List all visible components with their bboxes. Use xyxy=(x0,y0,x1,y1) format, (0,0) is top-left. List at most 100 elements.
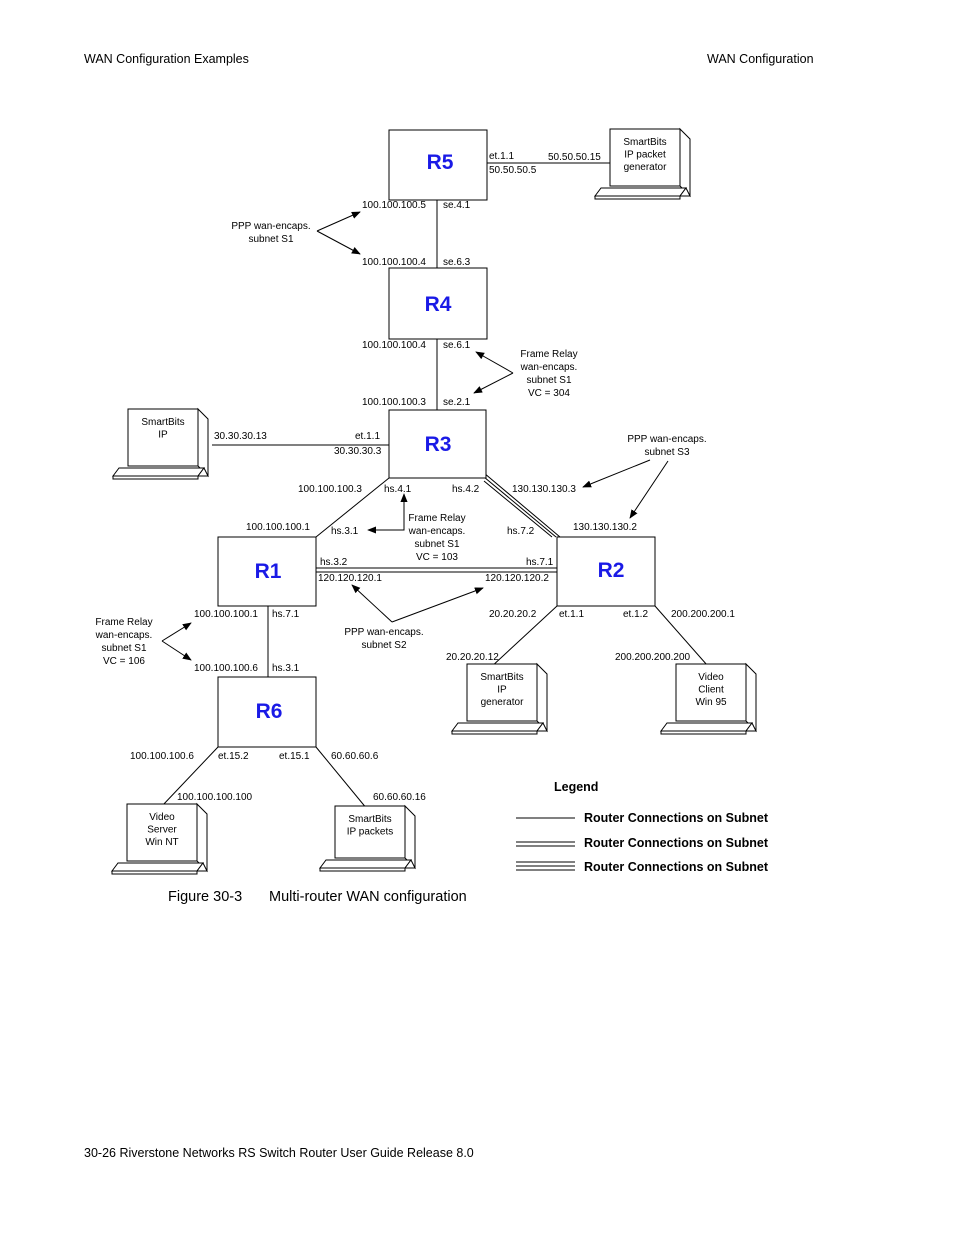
page-header-left: WAN Configuration Examples xyxy=(84,52,249,66)
arrow xyxy=(161,622,192,642)
page-footer: 30-26 Riverstone Networks RS Switch Rout… xyxy=(84,1146,474,1160)
arrow xyxy=(161,640,192,661)
figure-title: Multi-router WAN configuration xyxy=(269,889,467,905)
r4-bottom-ip: 100.100.100.4 xyxy=(362,340,426,351)
r6-et152-ip: 100.100.100.6 xyxy=(130,751,194,762)
annotation-frame-relay-vc304: Frame Relay wan-encaps. subnet S1 VC = 3… xyxy=(473,349,578,399)
smartbits-r2-computer-label-3: generator xyxy=(481,697,524,708)
r5-et-ip: 50.50.50.5 xyxy=(489,165,537,176)
annotation-frame-relay-vc106: Frame Relay wan-encaps. subnet S1 VC = 1… xyxy=(95,617,192,667)
r2-s2-ip: 120.120.120.2 xyxy=(485,573,549,584)
svg-text:Frame Relay: Frame Relay xyxy=(520,349,577,360)
smartbits-r6-computer-label-1: SmartBits xyxy=(348,814,391,825)
svg-text:subnet S3: subnet S3 xyxy=(644,447,689,458)
link-r1-r2-double xyxy=(316,567,557,573)
arrow xyxy=(316,211,361,232)
smartbits-r6-computer: SmartBits IP packets xyxy=(319,804,416,872)
smartbits-r2-ip: 20.20.20.12 xyxy=(446,652,499,663)
r5-se-ip: 100.100.100.5 xyxy=(362,200,426,211)
smartbits-r3-computer-label-2: IP xyxy=(158,430,168,441)
smartbits-r6-computer-label-2: IP packets xyxy=(347,827,394,838)
arrow xyxy=(367,515,405,534)
arrow xyxy=(629,460,669,519)
link-r3-r1 xyxy=(315,477,390,538)
r3-hs41-ip: 100.100.100.3 xyxy=(298,484,362,495)
r4-bottom-label: se.6.1 xyxy=(443,340,471,351)
r5-se-label: se.4.1 xyxy=(443,200,471,211)
svg-text:wan-encaps.: wan-encaps. xyxy=(408,526,466,537)
r3-top-ip: 100.100.100.3 xyxy=(362,397,426,408)
r3-top-label: se.2.1 xyxy=(443,397,471,408)
link-r2-smartbits xyxy=(489,605,558,669)
svg-text:wan-encaps.: wan-encaps. xyxy=(95,630,153,641)
router-r3-label: R3 xyxy=(425,433,452,456)
legend-item-1: Router Connections on Subnet xyxy=(584,811,769,825)
legend-double-line xyxy=(516,841,575,847)
r5-et-label: et.1.1 xyxy=(489,151,514,162)
annotation-ppp-s2: PPP wan-encaps. subnet S2 xyxy=(344,584,484,651)
router-r5-label: R5 xyxy=(427,151,454,174)
video-server-computer-label-3: Win NT xyxy=(145,837,178,848)
r3-et-label: et.1.1 xyxy=(355,431,380,442)
r3-hs42-label: hs.4.2 xyxy=(452,484,480,495)
arrow xyxy=(475,351,514,374)
svg-text:VC = 103: VC = 103 xyxy=(416,552,458,563)
r3-hs41-label: hs.4.1 xyxy=(384,484,412,495)
svg-text:subnet S1: subnet S1 xyxy=(414,539,459,550)
r6-et152-label: et.15.2 xyxy=(218,751,249,762)
router-r1-label: R1 xyxy=(255,560,282,583)
svg-text:subnet S1: subnet S1 xyxy=(526,375,571,386)
link-r6-smartbits xyxy=(315,746,373,816)
arrow xyxy=(351,584,393,623)
annotation-frame-relay-vc103: Frame Relay wan-encaps. subnet S1 VC = 1… xyxy=(367,493,466,563)
r1-hs31-label: hs.3.1 xyxy=(331,526,359,537)
r1-s2-ip: 120.120.120.1 xyxy=(318,573,382,584)
figure-number: Figure 30-3 xyxy=(168,889,242,905)
r6-top-ip: 100.100.100.6 xyxy=(194,663,258,674)
svg-text:subnet S1: subnet S1 xyxy=(248,234,293,245)
r4-top-ip: 100.100.100.4 xyxy=(362,257,426,268)
smartbits-r3-computer-label-1: SmartBits xyxy=(141,417,184,428)
r1-hs71-label: hs.7.1 xyxy=(272,609,300,620)
legend-title: Legend xyxy=(554,780,598,794)
video-server-ip: 100.100.100.100 xyxy=(177,792,253,803)
arrow xyxy=(473,372,514,394)
svg-text:Frame Relay: Frame Relay xyxy=(408,513,465,524)
r6-et151-ip: 60.60.60.6 xyxy=(331,751,379,762)
legend-item-3: Router Connections on Subnet xyxy=(584,860,769,874)
video-server-computer-label-1: Video xyxy=(149,812,175,823)
video-client-ip: 200.200.200.200 xyxy=(615,652,691,663)
smartbits-r5-ip: 50.50.50.15 xyxy=(548,152,601,163)
link-r6-video-server xyxy=(161,746,219,807)
r6-hs31-label: hs.3.1 xyxy=(272,663,300,674)
smartbits-r2-computer-label-1: SmartBits xyxy=(480,672,523,683)
svg-text:PPP wan-encaps.: PPP wan-encaps. xyxy=(344,627,423,638)
router-r4-label: R4 xyxy=(425,293,452,316)
video-client-computer-label-2: Client xyxy=(698,685,724,696)
legend: Legend Router Connections on Subnet Rout… xyxy=(516,780,769,874)
smartbits-r2-computer-label-2: IP xyxy=(497,685,507,696)
annotation-ppp-s3: PPP wan-encaps. subnet S3 xyxy=(582,434,707,519)
r6-et151-label: et.15.1 xyxy=(279,751,310,762)
r2-et11-label: et.1.1 xyxy=(559,609,584,620)
svg-text:VC = 106: VC = 106 xyxy=(103,656,145,667)
arrow xyxy=(391,587,484,623)
r1-bottom-ip: 100.100.100.1 xyxy=(194,609,258,620)
router-r6 xyxy=(217,676,317,748)
router-r5 xyxy=(388,129,488,201)
link-r3-r2-triple xyxy=(483,472,561,538)
smartbits-r5-computer-label-3: generator xyxy=(624,162,667,173)
router-r1 xyxy=(217,536,317,607)
video-server-computer-label-2: Server xyxy=(147,825,177,836)
r2-et12-label: et.1.2 xyxy=(623,609,648,620)
r2-et11-ip: 20.20.20.2 xyxy=(489,609,537,620)
svg-text:VC = 304: VC = 304 xyxy=(528,388,570,399)
svg-text:Frame Relay: Frame Relay xyxy=(95,617,152,628)
r2-hs72-label: hs.7.2 xyxy=(507,526,535,537)
